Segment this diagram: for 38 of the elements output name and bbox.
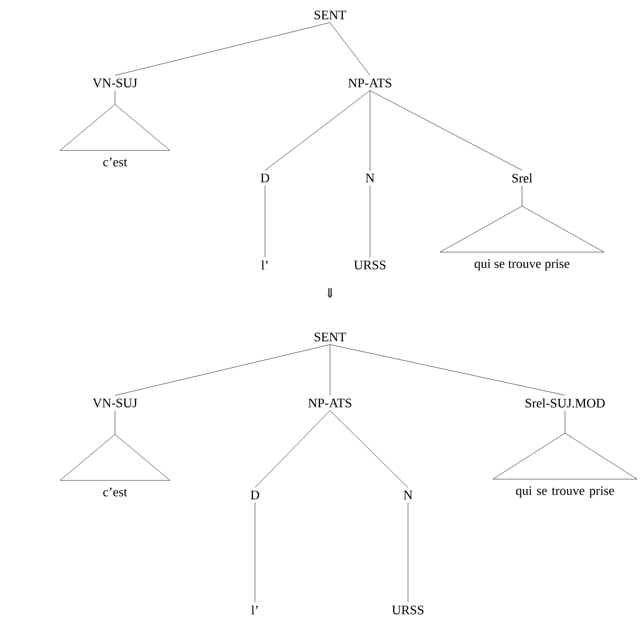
tree-label: NP-ATS <box>308 398 352 408</box>
transformation-arrow: ⇓ <box>327 288 333 298</box>
tree-label: SENT <box>314 10 346 20</box>
tree-branch <box>254 410 330 488</box>
tree-branch <box>114 410 116 435</box>
node-label: qui se trouve prise <box>474 259 570 271</box>
tree-branch <box>114 90 116 105</box>
tree-branch <box>330 22 370 76</box>
subtree-triangle: c’est <box>60 434 170 496</box>
node-label: qui se trouve prise <box>516 486 614 498</box>
tree-branch <box>254 502 256 602</box>
tree-label: D <box>260 174 270 182</box>
tree-label: Srel-SUJ.MOD <box>526 398 605 408</box>
tree-branch <box>264 90 370 171</box>
tree-branch <box>330 410 408 488</box>
tree-label: Srel <box>512 173 532 183</box>
subtree-triangle: qui se trouve prise <box>492 432 638 498</box>
tree-label: URSS <box>392 606 424 614</box>
tree-label: NP-ATS <box>348 78 392 88</box>
tree-label: l’ <box>261 260 268 270</box>
tree-branch <box>114 344 330 396</box>
tree-label: URSS <box>354 260 386 270</box>
tree-label: SENT <box>314 332 346 342</box>
subtree-triangle: c’est <box>60 104 170 166</box>
tree-branch <box>114 22 330 76</box>
tree-branch <box>564 410 566 434</box>
subtree-triangle: qui se trouve prise <box>440 206 604 271</box>
tree-label: D <box>250 490 260 500</box>
tree-branch <box>264 185 266 258</box>
tree-label: N <box>404 490 412 500</box>
tree-label: VN-SUJ <box>92 398 138 408</box>
tree-label: l’ <box>251 606 258 614</box>
node-label: c’est <box>103 158 128 166</box>
node-label: c’est <box>103 488 128 496</box>
tree-label: N <box>366 174 374 182</box>
tree-label: VN-SUJ <box>92 78 138 88</box>
tree-branch <box>370 90 522 170</box>
tree-branch <box>330 344 566 396</box>
